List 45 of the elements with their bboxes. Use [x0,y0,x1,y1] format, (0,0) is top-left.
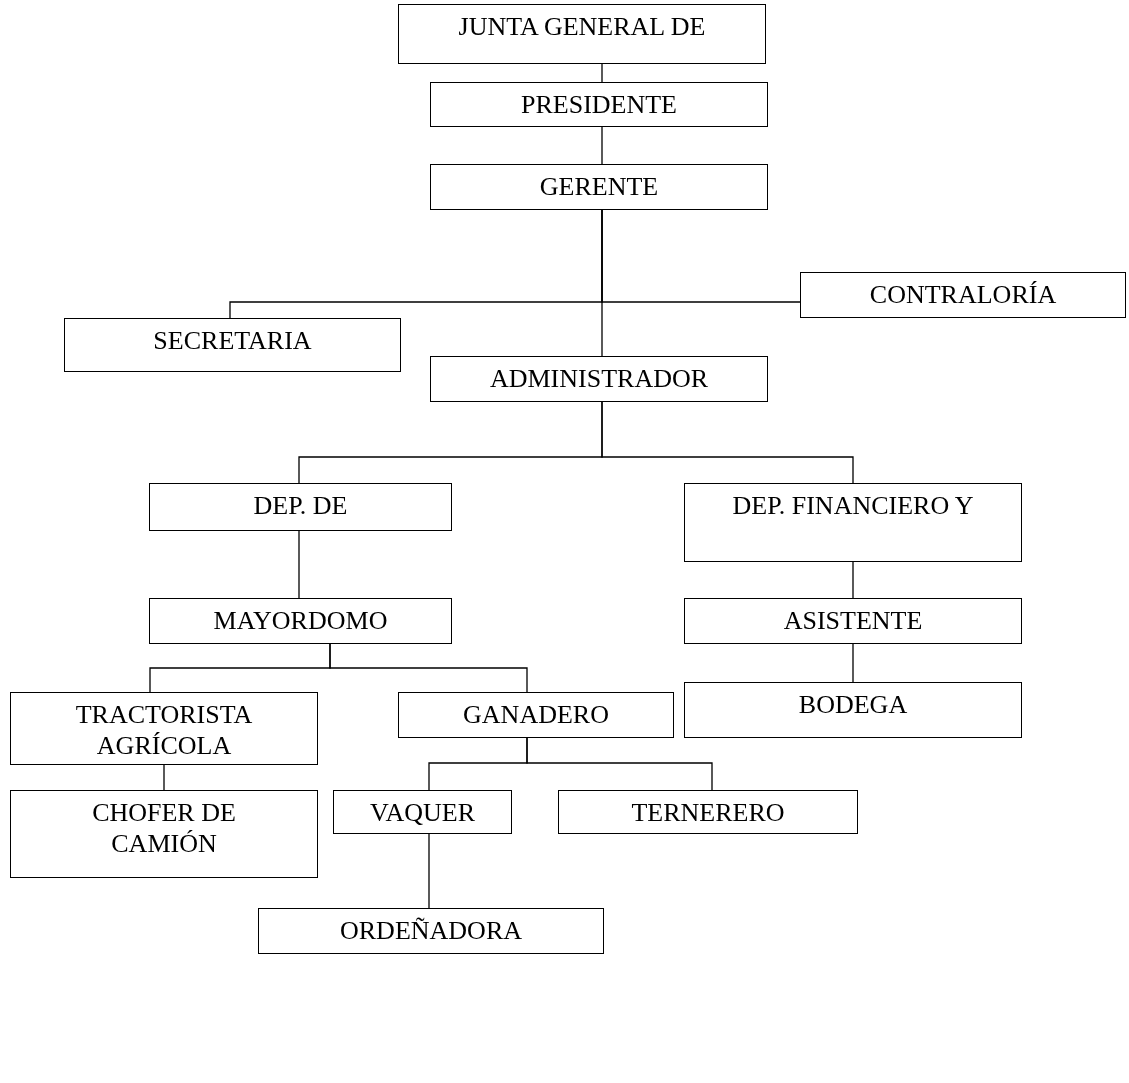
box-label: GANADERO [463,699,609,731]
box-label: ASISTENTE [783,605,923,637]
org-box [333,790,512,834]
box-label: DEP. FINANCIERO Y [732,490,974,522]
box-label: MAYORDOMO [213,605,388,637]
org-box [430,356,768,402]
org-box [800,272,1126,318]
org-box [149,483,452,531]
org-box [10,692,318,765]
connector-line [163,764,165,791]
org-box [430,82,768,127]
box-label: PRESIDENTE [521,89,677,121]
box-label: CHOFER DE CAMIÓN [91,797,237,860]
connector-line [526,737,713,791]
org-box [684,682,1022,738]
org-box [64,318,401,372]
box-label: ADMINISTRADOR [489,363,709,395]
connector-line [852,643,854,683]
org-box [684,598,1022,644]
box-label: BODEGA [798,689,908,721]
org-box [398,692,674,738]
connector-line [601,126,603,165]
org-box [258,908,604,954]
org-box [684,483,1022,562]
connector-line [601,209,801,303]
box-label: JUNTA GENERAL DE [458,11,706,43]
box-label: CONTRALORÍA [869,279,1057,311]
connector-line [852,561,854,599]
box-label: ORDEÑADORA [340,915,522,947]
box-label: VAQUER [370,797,475,829]
box-label: TERNERERO [631,797,785,829]
org-box [430,164,768,210]
connector-line [298,530,300,599]
connector-line [329,643,528,693]
box-label: SECRETARIA [153,325,312,357]
connector-line [428,833,430,909]
org-box [398,4,766,64]
box-label: DEP. DE [253,490,348,522]
org-box [149,598,452,644]
org-box [10,790,318,878]
connector-line [601,63,603,83]
box-label: TRACTORISTA AGRÍCOLA [74,699,254,762]
connector-line [601,401,854,484]
org-box [558,790,858,834]
box-label: GERENTE [539,171,659,203]
